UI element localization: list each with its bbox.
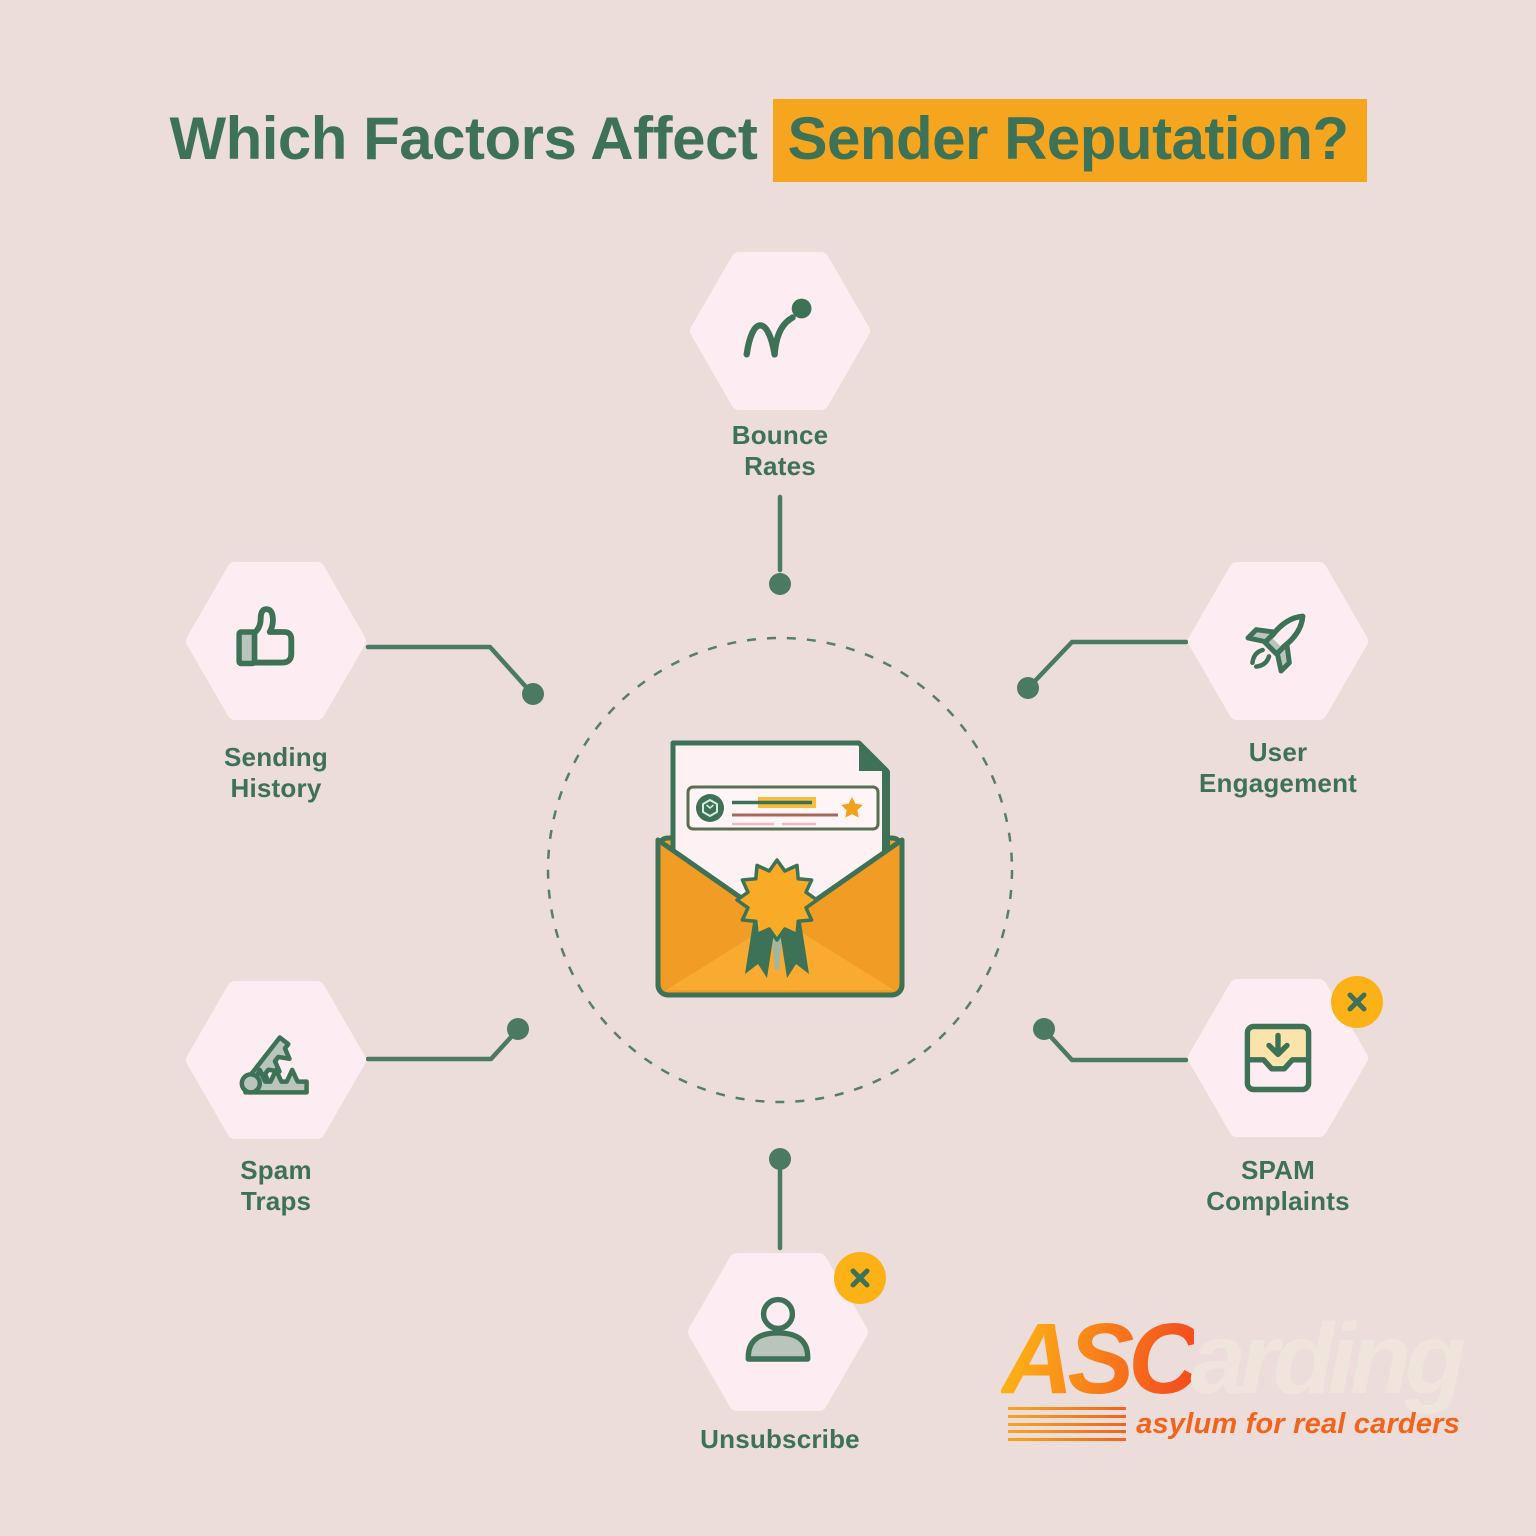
logo-speed-lines xyxy=(1008,1407,1127,1441)
node-spam-traps xyxy=(186,981,366,1139)
label-line: Complaints xyxy=(1206,1186,1350,1216)
star-icon xyxy=(841,797,863,818)
x-badge-icon xyxy=(834,1252,886,1304)
label-bounce-rates: Bounce Rates xyxy=(620,420,940,482)
spam-trap-icon xyxy=(239,1035,309,1095)
label-line: Spam xyxy=(240,1155,312,1185)
connector-dot-right-top xyxy=(1017,677,1039,699)
label-sending-history: Sending History xyxy=(116,742,436,804)
node-bounce-rates xyxy=(690,252,870,410)
label-line: Engagement xyxy=(1198,768,1358,798)
rocket-icon xyxy=(1245,613,1306,674)
connector-dot-left-top xyxy=(522,683,544,705)
bounce-chart-icon xyxy=(743,298,812,358)
connector-left-top xyxy=(365,644,530,691)
page-title: Which Factors Affect Sender Reputation? xyxy=(0,96,1536,182)
label-line: History xyxy=(230,773,322,803)
envelope-illustration xyxy=(655,740,905,998)
title-prefix: Which Factors Affect xyxy=(169,105,758,172)
connector-dot-bottom xyxy=(769,1148,791,1170)
label-line: User xyxy=(1248,737,1308,767)
connector-dot-right-bottom xyxy=(1033,1018,1055,1040)
x-badge-icon xyxy=(1331,976,1383,1028)
label-user-engagement: User Engagement xyxy=(1118,737,1438,799)
label-line: Sending xyxy=(224,742,328,772)
thumbs-up-icon xyxy=(236,606,295,667)
logo-part2: arding xyxy=(1190,1303,1466,1415)
node-sending-history xyxy=(186,562,366,720)
label-spam-complaints: SPAM Complaints xyxy=(1118,1155,1438,1217)
label-line: SPAM xyxy=(1241,1155,1315,1185)
label-unsubscribe: Unsubscribe xyxy=(620,1424,940,1455)
label-line: Bounce xyxy=(731,420,829,450)
brand-logo: ASCarding asylum for real carders xyxy=(900,1303,1466,1441)
node-unsubscribe xyxy=(688,1253,868,1411)
inbox-download-icon xyxy=(1244,1023,1312,1093)
label-line: Unsubscribe xyxy=(700,1424,860,1454)
email-preview-card xyxy=(686,785,880,831)
logo-wordmark: ASCarding xyxy=(900,1303,1466,1415)
logo-tagline: asylum for real carders xyxy=(1136,1407,1460,1440)
logo-part1: ASC xyxy=(1001,1303,1200,1415)
person-icon xyxy=(745,1296,811,1362)
label-line: Rates xyxy=(744,451,816,481)
connector-left-bottom xyxy=(365,1033,515,1062)
title-highlight: Sender Reputation? xyxy=(773,99,1367,182)
node-user-engagement xyxy=(1188,562,1368,720)
connector-right-bottom xyxy=(1047,1033,1189,1063)
dashed-circle xyxy=(546,636,1014,1104)
connector-right-top xyxy=(1031,639,1189,685)
connector-dot-left-bottom xyxy=(507,1018,529,1040)
node-spam-complaints xyxy=(1188,979,1368,1137)
label-line: Traps xyxy=(240,1186,312,1216)
label-spam-traps: Spam Traps xyxy=(116,1155,436,1217)
connector-dot-top xyxy=(769,573,791,595)
certificate-seal xyxy=(735,858,819,978)
